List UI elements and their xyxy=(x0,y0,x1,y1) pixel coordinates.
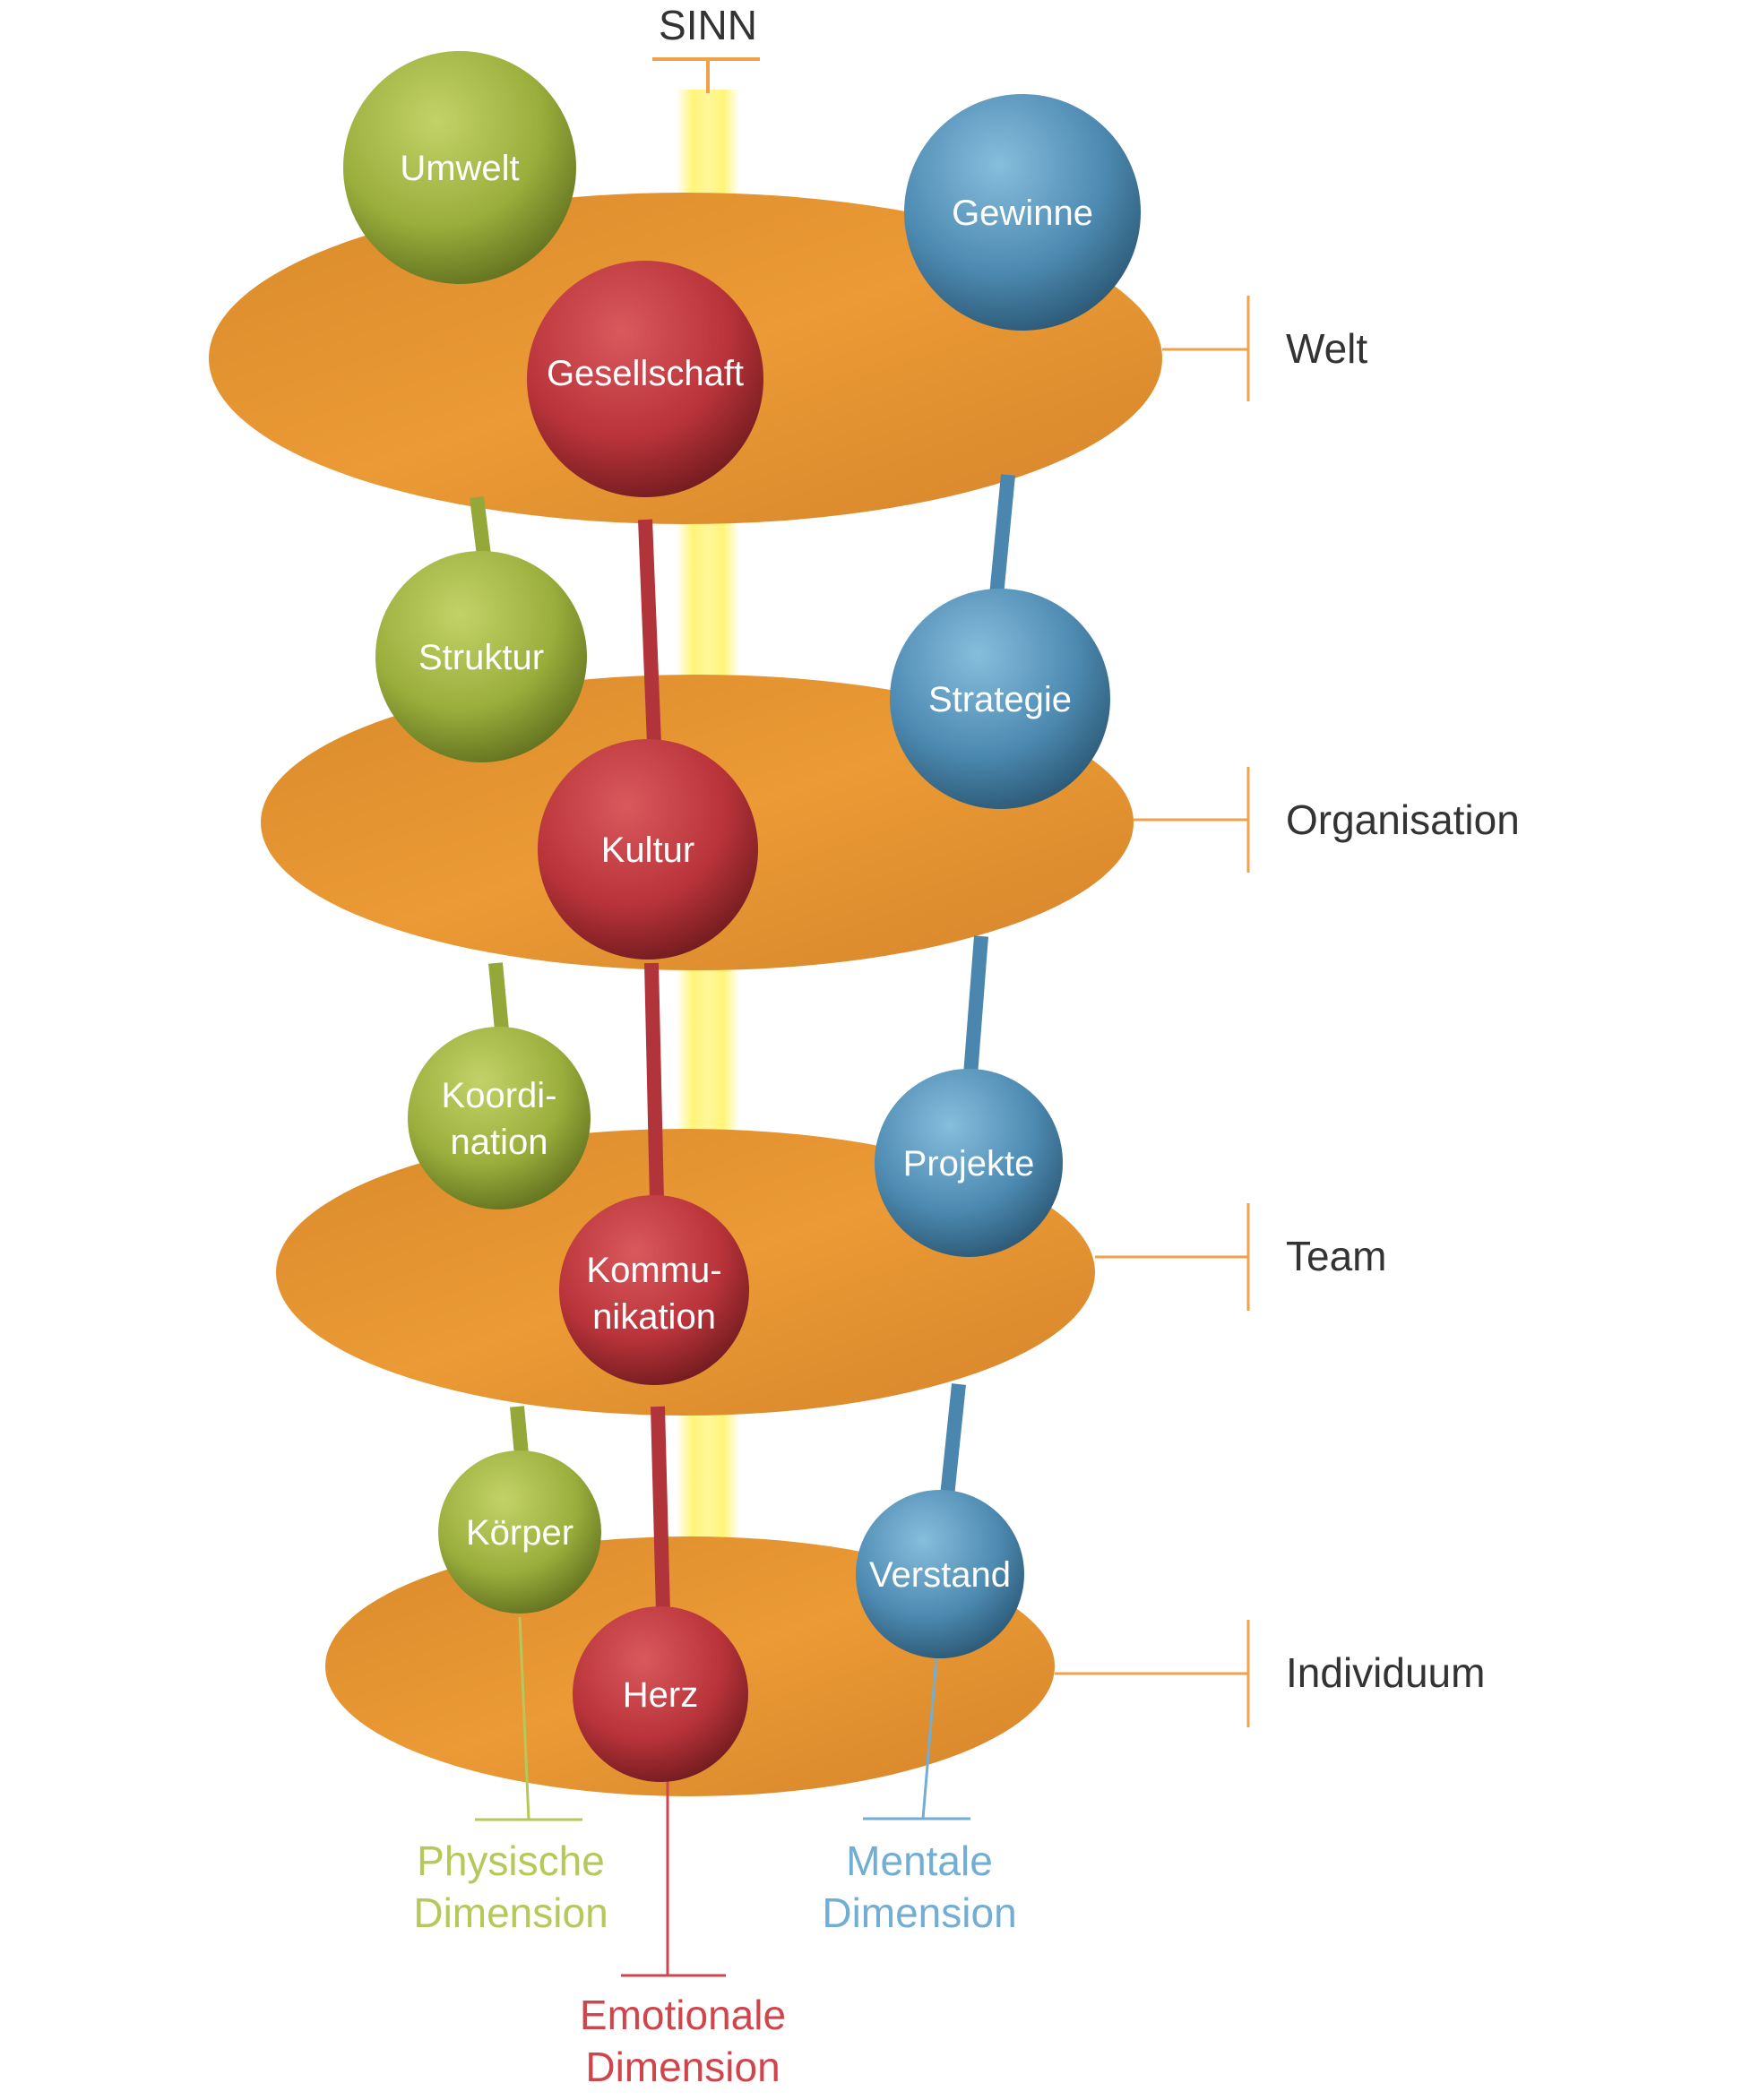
sphere-gesellschaft-label: Gesellschaft xyxy=(547,354,744,393)
sphere-gewinne-label: Gewinne xyxy=(952,194,1093,233)
sphere-gesellschaft: Gesellschaft xyxy=(527,261,763,497)
sphere-koerper-ball xyxy=(438,1450,601,1614)
physical-leader-stem xyxy=(518,1616,530,1820)
sphere-umwelt-label: Umwelt xyxy=(400,149,519,188)
sphere-strategie-ball xyxy=(890,589,1110,809)
emotional-dimension-label-1: Emotionale xyxy=(580,1992,786,2038)
rod-emotional-3 xyxy=(651,1406,670,1614)
level-label-welt: Welt xyxy=(1286,325,1367,372)
emotional-dimension-label-2: Dimension xyxy=(585,2044,780,2090)
rod-emotional-1 xyxy=(638,519,661,744)
sphere-strategie: Strategie xyxy=(890,589,1110,809)
sinn-label: SINN xyxy=(659,2,757,48)
sphere-kommunikation-label-1: Kommu- xyxy=(586,1251,721,1290)
level-labels: Welt Organisation Team Individuum xyxy=(1286,325,1520,1696)
sphere-herz: Herz xyxy=(573,1606,748,1782)
sphere-kultur: Kultur xyxy=(538,739,758,960)
mental-dimension-label-1: Mentale xyxy=(846,1838,993,1884)
level-label-team: Team xyxy=(1286,1233,1386,1279)
level-leaders xyxy=(1055,296,1250,1727)
sphere-koerper: Körper xyxy=(438,1450,601,1614)
spheres: Umwelt Struktur Koordi- nation Körper Ge… xyxy=(343,51,1141,1782)
sphere-verstand: Verstand xyxy=(856,1490,1024,1658)
sphere-herz-label: Herz xyxy=(623,1675,698,1715)
sphere-verstand-label: Verstand xyxy=(869,1555,1011,1595)
rod-physical-2 xyxy=(488,962,509,1031)
sphere-koordination-ball xyxy=(408,1027,591,1209)
sphere-struktur: Struktur xyxy=(375,551,587,762)
sphere-koerper-label: Körper xyxy=(466,1513,573,1553)
sphere-koordination: Koordi- nation xyxy=(408,1027,591,1209)
sphere-kultur-ball xyxy=(538,739,758,960)
dimension-labels: Physische Dimension Mentale Dimension Em… xyxy=(413,1838,1016,2090)
sphere-struktur-ball xyxy=(375,551,587,762)
sphere-struktur-label: Struktur xyxy=(418,638,544,677)
sphere-kommunikation-ball xyxy=(559,1195,749,1385)
sphere-gesellschaft-ball xyxy=(527,261,763,497)
sphere-projekte: Projekte xyxy=(875,1069,1063,1257)
mental-leader-stem xyxy=(921,1657,938,1820)
sphere-koordination-label-1: Koordi- xyxy=(442,1076,557,1115)
sphere-kommunikation: Kommu- nikation xyxy=(559,1195,749,1385)
sphere-projekte-ball xyxy=(875,1069,1063,1257)
rod-emotional-2 xyxy=(644,962,664,1201)
mental-dimension-label-2: Dimension xyxy=(822,1889,1016,1936)
sphere-umwelt: Umwelt xyxy=(343,51,576,284)
sphere-kommunikation-label-2: nikation xyxy=(592,1297,716,1337)
rod-mental-3 xyxy=(940,1383,966,1497)
sphere-projekte-label: Projekte xyxy=(903,1144,1035,1183)
sphere-herz-ball xyxy=(573,1606,748,1782)
dimension-leaders xyxy=(475,1616,970,1977)
physical-dimension-label-1: Physische xyxy=(417,1838,605,1884)
sphere-gewinne: Gewinne xyxy=(904,94,1141,331)
sphere-kultur-label: Kultur xyxy=(601,831,695,870)
sphere-koordination-label-2: nation xyxy=(451,1123,548,1162)
sphere-umwelt-ball xyxy=(343,51,576,284)
level-label-organisation: Organisation xyxy=(1286,796,1520,843)
sphere-verstand-ball xyxy=(856,1490,1024,1658)
rod-physical-1 xyxy=(470,496,491,556)
level-label-individuum: Individuum xyxy=(1286,1649,1485,1696)
physical-dimension-label-2: Dimension xyxy=(413,1889,608,1936)
rod-mental-2 xyxy=(963,935,988,1076)
sphere-gewinne-ball xyxy=(904,94,1141,331)
sphere-strategie-label: Strategie xyxy=(928,680,1072,719)
rod-mental-1 xyxy=(989,474,1015,597)
